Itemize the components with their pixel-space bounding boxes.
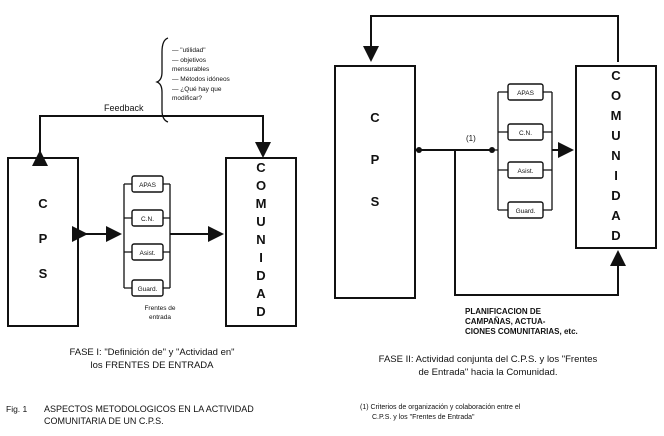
fase1-frente-box (131, 243, 164, 261)
fase1-comunidad-letter: U (256, 214, 265, 229)
fase2-comunidad-letter: D (611, 188, 620, 203)
figure-title-block: Fig. 1 ASPECTOS METODOLOGICOS EN LA ACTI… (6, 404, 254, 426)
fase1-frente-box (131, 279, 164, 297)
fase1-caption: los FRENTES DE ENTRADA (91, 360, 215, 371)
fase2-feedback-arrow (363, 15, 619, 62)
fase1-frente-box (131, 209, 164, 227)
fase2-comunidad-letter: O (611, 88, 621, 103)
fase2-planning-label: PLANIFICACION DE (465, 307, 542, 316)
fase2-comunidad-letter: N (611, 148, 620, 163)
fase1-comunidad-letters: C O M U N I D A D (256, 160, 267, 319)
fase1-comunidad-letter: A (256, 286, 266, 301)
footnote-block: (1) Criterios de organización y colabora… (360, 404, 521, 421)
figure-label: Fig. 1 (6, 404, 28, 414)
figure-title: ASPECTOS METODOLOGICOS EN LA ACTIVIDAD (44, 404, 254, 414)
fase1-frentes-bracket-left (123, 183, 132, 289)
fase1-feedback-arrow (32, 115, 271, 166)
fase1-brace-item: mensurables (172, 66, 210, 73)
fase2-planning-label: CAMPAÑAS, ACTUA- (465, 317, 546, 326)
fase2-frente-box (507, 83, 544, 101)
fase2-cps-box (334, 65, 416, 299)
fase1-frentes-bracket-right (163, 183, 171, 289)
fase2-cps-letter: S (371, 194, 380, 209)
fase1-brace-item: — objetivos (172, 57, 207, 64)
fase1-comunidad-letter: D (256, 304, 265, 319)
footnote: (1) Criterios de organización y colabora… (360, 404, 521, 411)
fase2-comunidad-letter: A (611, 208, 621, 223)
fase2-frente-label: C.N. (519, 130, 532, 137)
fase1-brace (155, 37, 169, 123)
fase1-cps-letter: P (39, 231, 48, 246)
fase2-diagram: C P S C O M U N I D A D (1) APAS C.N. (334, 15, 657, 378)
fase1-comunidad-letter: N (256, 232, 265, 247)
fase1-frente-label: Asist. (140, 250, 156, 257)
fase2-frente-box (507, 161, 544, 179)
footnote: C.P.S. y los "Frentes de Entrada" (372, 414, 475, 421)
fase2-cps-letter: C (370, 110, 380, 125)
fase1-brace-item: modificar? (172, 95, 202, 102)
figure-title: COMUNITARIA DE UN C.P.S. (44, 416, 164, 426)
fase1-frente-label: APAS (139, 182, 157, 189)
fase1-diagram: C P S C O M U N I D A D Feedback — "util… (7, 37, 297, 371)
fase1-cps-box (7, 157, 79, 327)
fase1-cps-letter: S (39, 266, 48, 281)
fase1-frentes-label: Frentes de (144, 305, 175, 312)
fase1-brace-item: — "utilidad" (172, 47, 206, 54)
fase1-comunidad-letter: M (256, 196, 267, 211)
fase2-comunidad-letter: I (614, 168, 618, 183)
fase2-caption: de Entrada" hacia la Comunidad. (418, 367, 557, 378)
fase2-comunidad-box (575, 65, 657, 249)
fase1-comunidad-letter: I (259, 250, 263, 265)
fase1-frente-label: Guard. (138, 286, 158, 293)
fase1-comunidad-letter: D (256, 268, 265, 283)
fase1-cps-letter: C (38, 196, 48, 211)
fase1-comunidad-box (225, 157, 297, 327)
fase1-comunidad-letter: C (256, 160, 266, 175)
fase2-frente-label: Guard. (516, 208, 536, 215)
fase2-comunidad-letter: M (611, 108, 622, 123)
fase1-comunidad-letter: O (256, 178, 266, 193)
fase2-planning-label: CIONES COMUNITARIAS, etc. (465, 327, 578, 336)
fase1-frente-box (131, 175, 164, 193)
fase2-cps-letter: P (371, 152, 380, 167)
fase2-frente-box (507, 123, 544, 141)
fase2-planning-arrow (454, 150, 626, 296)
fase2-frente-label: Asist. (518, 168, 534, 175)
fase1-frente-label: C.N. (141, 216, 154, 223)
fase1-frentes-label: entrada (149, 314, 171, 321)
fase2-frentes-bracket-right (543, 91, 553, 211)
fase2-comunidad-letter: U (611, 128, 620, 143)
fase2-frente-label: APAS (517, 90, 535, 97)
fase2-caption: FASE II: Actividad conjunta del C.P.S. y… (379, 354, 598, 365)
fase2-marker: (1) (466, 134, 476, 143)
fase1-brace-item: — ¿Qué hay que (172, 86, 222, 93)
fase2-comunidad-letter: C (611, 68, 621, 83)
fase1-brace-item: — Métodos idóneos (172, 76, 231, 83)
fase2-frentes-bracket-left (492, 91, 508, 211)
fase2-comunidad-letters: C O M U N I D A D (611, 68, 622, 243)
fase2-junction-dot (416, 147, 422, 153)
fase1-feedback-label: Feedback (104, 103, 144, 113)
fase1-caption: FASE I: "Definición de" y "Actividad en" (69, 347, 234, 358)
fase2-frente-box (507, 201, 544, 219)
fase2-comunidad-letter: D (611, 228, 620, 243)
